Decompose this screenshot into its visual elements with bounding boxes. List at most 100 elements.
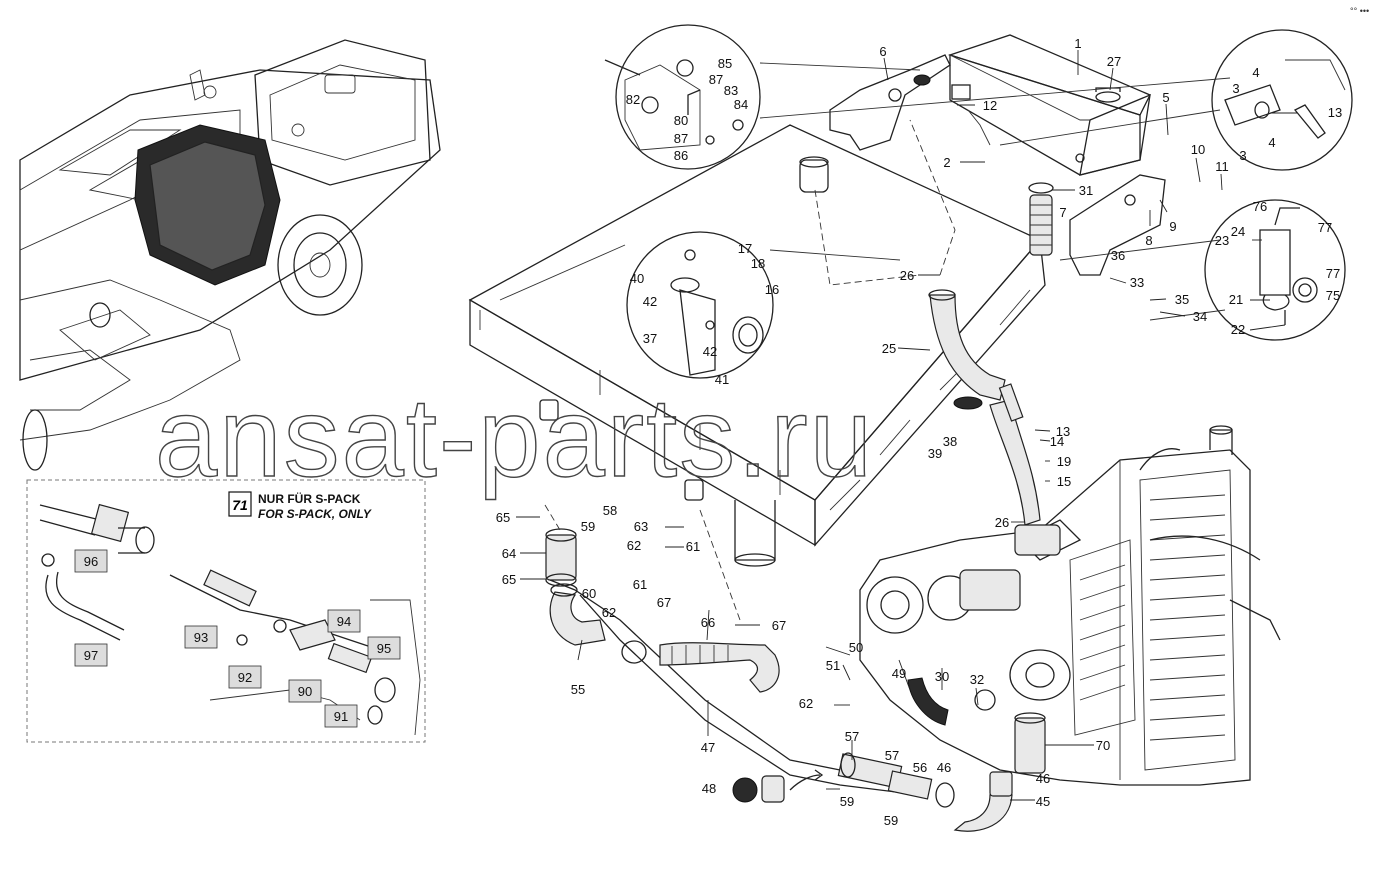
callout-24: 24 [1231,224,1245,239]
callout-12: 12 [983,98,997,113]
callout-94: 94 [337,614,351,629]
callout-61: 61 [633,577,647,592]
detail-circle-right [1204,199,1346,341]
callout-41: 41 [715,372,729,387]
callout-32: 32 [970,672,984,687]
hose-31-corrugated [1028,182,1054,256]
callout-26: 26 [995,515,1009,530]
callout-25: 25 [882,341,896,356]
callout-61: 61 [686,539,700,554]
callout-65: 65 [496,510,510,525]
hose-64 [545,528,577,587]
callout-6: 6 [879,44,886,59]
callout-51: 51 [826,658,840,673]
detail-circle-center [626,231,774,379]
callout-87: 87 [674,131,688,146]
leader-lines [499,50,1298,801]
fitting-48 [732,769,824,803]
callout-42: 42 [703,344,717,359]
callout-7: 7 [1059,205,1066,220]
callout-65: 65 [502,572,516,587]
callout-97: 97 [84,648,98,663]
callout-48: 48 [702,781,716,796]
callout-95: 95 [377,641,391,656]
filter-70 [1014,712,1046,774]
callout-1: 1 [1074,36,1081,51]
callout-19: 19 [1057,454,1071,469]
callout-62: 62 [627,538,641,553]
callout-59: 59 [581,519,595,534]
callout-31: 31 [1079,183,1093,198]
callout-87: 87 [709,72,723,87]
callout-76: 76 [1253,199,1267,214]
callout-42: 42 [643,294,657,309]
callout-17: 17 [738,241,752,256]
machine-overview-illustration [19,39,441,471]
callout-4: 4 [1268,135,1275,150]
callout-9: 9 [1169,219,1176,234]
callout-38: 38 [943,434,957,449]
callout-26: 26 [900,268,914,283]
tube-59-57 [837,752,955,808]
bracket-7 [1069,174,1166,276]
bracket-6 [829,54,951,151]
callout-34: 34 [1193,309,1207,324]
callout-70: 70 [1096,738,1110,753]
s-pack-title-en: FOR S-PACK, ONLY [258,507,372,521]
callout-47: 47 [701,740,715,755]
callout-58: 58 [603,503,617,518]
elbow-hose-55 [549,583,606,646]
callout-55: 55 [571,682,585,697]
detail-circle-top-left [604,24,761,170]
callout-92: 92 [238,670,252,685]
callout-15: 15 [1057,474,1071,489]
callout-49: 49 [892,666,906,681]
corner-mark: °° ••• [1350,6,1369,16]
callout-2: 2 [943,155,950,170]
callout-13: 13 [1328,105,1342,120]
callout-86: 86 [674,148,688,163]
callout-37: 37 [643,331,657,346]
callout-63: 63 [634,519,648,534]
callout-45: 45 [1036,794,1050,809]
callout-62: 62 [799,696,813,711]
hose-13-tall [989,383,1041,526]
callout-10: 10 [1191,142,1205,157]
callout-57: 57 [885,748,899,763]
boxed-callouts: 96 97 93 94 95 92 90 91 [74,549,401,728]
callout-3: 3 [1239,148,1246,163]
callout-5: 5 [1162,90,1169,105]
s-pack-inset: 71 NUR FÜR S-PACK FOR S-PACK, ONLY [26,479,426,743]
callout-82: 82 [626,92,640,107]
callout-50: 50 [849,640,863,655]
callout-14: 14 [1050,434,1064,449]
callout-66: 66 [701,615,715,630]
callout-84: 84 [734,97,748,112]
hose-45-elbow [953,771,1013,832]
callout-40: 40 [630,271,644,286]
detail-circle-top-right [1211,29,1353,171]
callout-3: 3 [1232,81,1239,96]
callout-59: 59 [840,794,854,809]
callout-96: 96 [84,554,98,569]
callout-56: 56 [913,760,927,775]
callout-85: 85 [718,56,732,71]
callout-77: 77 [1318,220,1332,235]
s-pack-title-de: NUR FÜR S-PACK [258,491,361,506]
callout-93: 93 [194,630,208,645]
callout-67: 67 [772,618,786,633]
callout-60: 60 [582,586,596,601]
callout-59: 59 [884,813,898,828]
callout-30: 30 [935,669,949,684]
callout-35: 35 [1175,292,1189,307]
callout-16: 16 [765,282,779,297]
callout-77: 77 [1326,266,1340,281]
callout-64: 64 [502,546,516,561]
callout-21: 21 [1229,292,1243,307]
callout-23: 23 [1215,233,1229,248]
callout-46: 46 [1036,771,1050,786]
callout-27: 27 [1107,54,1121,69]
callout-75: 75 [1326,288,1340,303]
expansion-tank [947,34,1151,176]
